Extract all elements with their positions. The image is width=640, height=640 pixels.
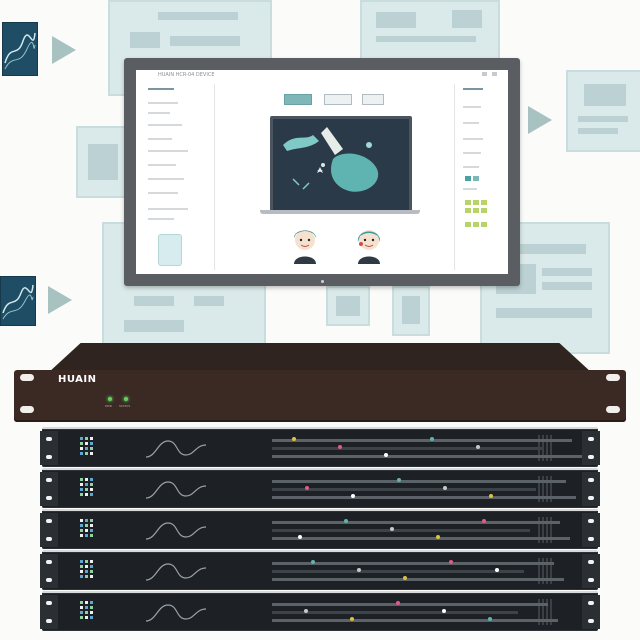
rack-chassis-front xyxy=(14,370,626,422)
signal-track xyxy=(272,447,542,450)
bg-panel-center-right-low xyxy=(392,286,430,336)
unit-ear-left xyxy=(40,513,58,547)
rack-mount-hole xyxy=(606,374,620,381)
signal-wave-icon xyxy=(146,563,206,581)
unit-ear-left xyxy=(40,554,58,588)
right-sidebar xyxy=(454,84,505,270)
signal-wave-icon xyxy=(146,440,206,458)
rack-mount-hole xyxy=(20,374,34,381)
main-monitor: HUAIN HCR-04 DEVICE xyxy=(124,58,520,286)
channel-indicator-dot xyxy=(304,609,308,613)
app-title: HUAIN HCR-04 DEVICE xyxy=(158,72,215,78)
bg-panel-center-low xyxy=(326,286,370,326)
unit-ear-left xyxy=(40,472,58,506)
channel-indicator-dot xyxy=(292,437,296,441)
rack-unit xyxy=(40,591,600,631)
channel-indicator-dot xyxy=(311,560,315,564)
rack-unit xyxy=(40,550,600,590)
signal-wave-icon xyxy=(146,522,206,540)
channel-indicator-dot xyxy=(489,494,493,498)
unit-ear-right xyxy=(582,513,600,547)
signal-track xyxy=(272,529,530,532)
monitor-screen: HUAIN HCR-04 DEVICE xyxy=(136,70,508,274)
rack-unit xyxy=(40,509,600,549)
signal-track xyxy=(272,455,582,458)
channel-indicator-dot xyxy=(488,617,492,621)
unit-ear-left xyxy=(40,595,58,629)
signal-track xyxy=(272,603,548,606)
signal-track xyxy=(272,578,564,581)
channel-indicator-dot xyxy=(436,535,440,539)
rack-chassis-top xyxy=(48,343,592,373)
user-avatar-icon[interactable] xyxy=(352,224,386,264)
signal-track xyxy=(272,521,560,524)
status-led-label: STATUS xyxy=(119,404,131,408)
laptop-base xyxy=(260,210,420,214)
rack-mount-hole xyxy=(20,406,34,413)
unit-ear-left xyxy=(40,431,58,465)
signal-track xyxy=(272,570,524,573)
window-minimize-icon[interactable] xyxy=(482,72,487,76)
channel-indicator-dot xyxy=(449,560,453,564)
power-led xyxy=(108,397,112,401)
tab-video[interactable] xyxy=(284,94,312,105)
wave-thumbnail-icon xyxy=(0,276,36,326)
channel-indicator-dot xyxy=(442,609,446,613)
channel-indicator-dot xyxy=(338,445,342,449)
signal-track xyxy=(272,439,572,442)
unit-ear-right xyxy=(582,554,600,588)
tab-audio[interactable] xyxy=(324,94,352,105)
channel-indicator-dot xyxy=(351,494,355,498)
channel-indicator-dot xyxy=(344,519,348,523)
channel-indicator-dot xyxy=(403,576,407,580)
bg-panel-right-monitor xyxy=(566,70,640,152)
device-thumbnail[interactable] xyxy=(158,234,182,266)
window-close-icon[interactable] xyxy=(492,72,497,76)
play-arrow-icon xyxy=(528,106,552,134)
monitor-power-led xyxy=(321,280,324,283)
play-arrow-icon xyxy=(48,286,72,314)
signal-track xyxy=(272,619,558,622)
channel-indicator-dot xyxy=(430,437,434,441)
channel-indicator-dot xyxy=(397,478,401,482)
unit-ear-right xyxy=(582,431,600,465)
channel-indicator-dot xyxy=(476,445,480,449)
app-titlebar: HUAIN HCR-04 DEVICE xyxy=(136,70,508,80)
play-arrow-icon xyxy=(52,36,76,64)
channel-indicator-dot xyxy=(350,617,354,621)
brand-logo: HUAIN xyxy=(58,374,97,385)
bg-panel-left-mid xyxy=(76,126,130,198)
status-led xyxy=(124,397,128,401)
video-preview[interactable] xyxy=(270,116,412,214)
unit-ear-right xyxy=(582,472,600,506)
power-led-label: PWR xyxy=(105,404,112,408)
signal-wave-icon xyxy=(146,604,206,622)
signal-track xyxy=(272,488,536,491)
rack-unit xyxy=(40,468,600,508)
channel-indicator-dot xyxy=(357,568,361,572)
bg-panel-top-right xyxy=(360,0,500,60)
channel-indicator-dot xyxy=(443,486,447,490)
signal-track xyxy=(272,480,566,483)
signal-wave-icon xyxy=(146,481,206,499)
signal-track xyxy=(272,496,576,499)
tab-settings[interactable] xyxy=(362,94,384,105)
left-sidebar xyxy=(144,84,215,270)
rack-mount-hole xyxy=(606,406,620,413)
unit-ear-right xyxy=(582,595,600,629)
channel-indicator-dot xyxy=(384,453,388,457)
channel-indicator-dot xyxy=(495,568,499,572)
user-avatar-icon[interactable] xyxy=(288,224,322,264)
channel-indicator-dot xyxy=(390,527,394,531)
rack-unit xyxy=(40,427,600,467)
signal-track xyxy=(272,537,570,540)
channel-indicator-dot xyxy=(482,519,486,523)
wave-thumbnail-icon xyxy=(2,22,38,76)
signal-track xyxy=(272,562,554,565)
signal-track xyxy=(272,611,518,614)
channel-indicator-dot xyxy=(396,601,400,605)
channel-indicator-dot xyxy=(305,486,309,490)
channel-indicator-dot xyxy=(298,535,302,539)
